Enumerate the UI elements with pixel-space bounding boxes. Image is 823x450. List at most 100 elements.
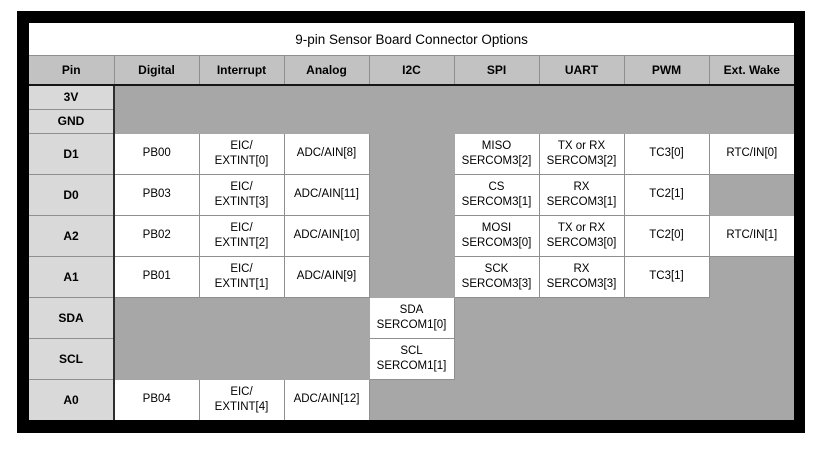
column-header: Analog	[284, 55, 370, 86]
pin-cell: GND	[29, 109, 115, 134]
empty-cell	[454, 85, 540, 110]
empty-cell	[199, 297, 285, 339]
title-row: 9-pin Sensor Board Connector Options	[29, 23, 795, 56]
empty-cell	[114, 85, 200, 110]
black-frame: 9-pin Sensor Board Connector Options Pin…	[17, 11, 805, 433]
column-header: Digital	[114, 55, 200, 86]
signal-cell: ADC/AIN[8]	[284, 133, 370, 175]
empty-cell	[369, 85, 455, 110]
empty-cell	[624, 379, 710, 420]
signal-cell: EIC/EXTINT[4]	[199, 379, 285, 420]
pin-cell: SCL	[29, 338, 115, 380]
column-header: I2C	[369, 55, 455, 86]
empty-cell	[709, 338, 795, 380]
signal-cell: EIC/EXTINT[3]	[199, 174, 285, 216]
pin-cell: D0	[29, 174, 115, 216]
empty-cell	[284, 297, 370, 339]
empty-cell	[369, 256, 455, 298]
empty-cell	[624, 338, 710, 380]
signal-cell: ADC/AIN[12]	[284, 379, 370, 420]
empty-cell	[284, 109, 370, 134]
empty-cell	[709, 297, 795, 339]
table-title: 9-pin Sensor Board Connector Options	[29, 23, 795, 56]
signal-cell: ADC/AIN[11]	[284, 174, 370, 216]
signal-cell: PB01	[114, 256, 200, 298]
signal-cell: EIC/EXTINT[0]	[199, 133, 285, 175]
column-header: PWM	[624, 55, 710, 86]
empty-cell	[709, 174, 795, 216]
signal-cell: RTC/IN[0]	[709, 133, 795, 175]
empty-cell	[284, 338, 370, 380]
table-head: 9-pin Sensor Board Connector Options Pin…	[29, 23, 795, 86]
empty-cell	[454, 109, 540, 134]
empty-cell	[369, 109, 455, 134]
pin-cell: SDA	[29, 297, 115, 339]
empty-cell	[199, 109, 285, 134]
column-header: SPI	[454, 55, 540, 86]
column-header: Ext. Wake	[709, 55, 795, 86]
empty-cell	[199, 338, 285, 380]
signal-cell: ADC/AIN[10]	[284, 215, 370, 257]
pin-cell: D1	[29, 133, 115, 175]
empty-cell	[624, 109, 710, 134]
column-header: Pin	[29, 55, 115, 86]
empty-cell	[624, 297, 710, 339]
column-header: Interrupt	[199, 55, 285, 86]
empty-cell	[114, 109, 200, 134]
empty-cell	[454, 379, 540, 420]
signal-cell: TC2[1]	[624, 174, 710, 216]
empty-cell	[369, 133, 455, 175]
signal-cell: RTC/IN[1]	[709, 215, 795, 257]
signal-cell: PB04	[114, 379, 200, 420]
pin-cell: A0	[29, 379, 115, 420]
empty-cell	[369, 174, 455, 216]
column-header: UART	[539, 55, 625, 86]
empty-cell	[284, 85, 370, 110]
pin-cell: A1	[29, 256, 115, 298]
signal-cell: PB00	[114, 133, 200, 175]
empty-cell	[539, 338, 625, 380]
empty-cell	[709, 109, 795, 134]
pin-cell: 3V	[29, 85, 115, 110]
empty-cell	[114, 297, 200, 339]
empty-cell	[539, 297, 625, 339]
empty-cell	[624, 85, 710, 110]
table-row: 3V	[29, 85, 795, 110]
connector-options-table: 9-pin Sensor Board Connector Options Pin…	[29, 23, 795, 420]
empty-cell	[539, 379, 625, 420]
empty-cell	[539, 85, 625, 110]
empty-cell	[709, 379, 795, 420]
signal-cell: PB02	[114, 215, 200, 257]
signal-cell: EIC/EXTINT[1]	[199, 256, 285, 298]
signal-cell: PB03	[114, 174, 200, 216]
signal-cell: TC2[0]	[624, 215, 710, 257]
empty-cell	[454, 338, 540, 380]
empty-cell	[709, 256, 795, 298]
empty-cell	[199, 85, 285, 110]
pin-cell: A2	[29, 215, 115, 257]
empty-cell	[369, 379, 455, 420]
empty-cell	[539, 109, 625, 134]
empty-cell	[114, 338, 200, 380]
empty-cell	[369, 215, 455, 257]
signal-cell: TC3[0]	[624, 133, 710, 175]
